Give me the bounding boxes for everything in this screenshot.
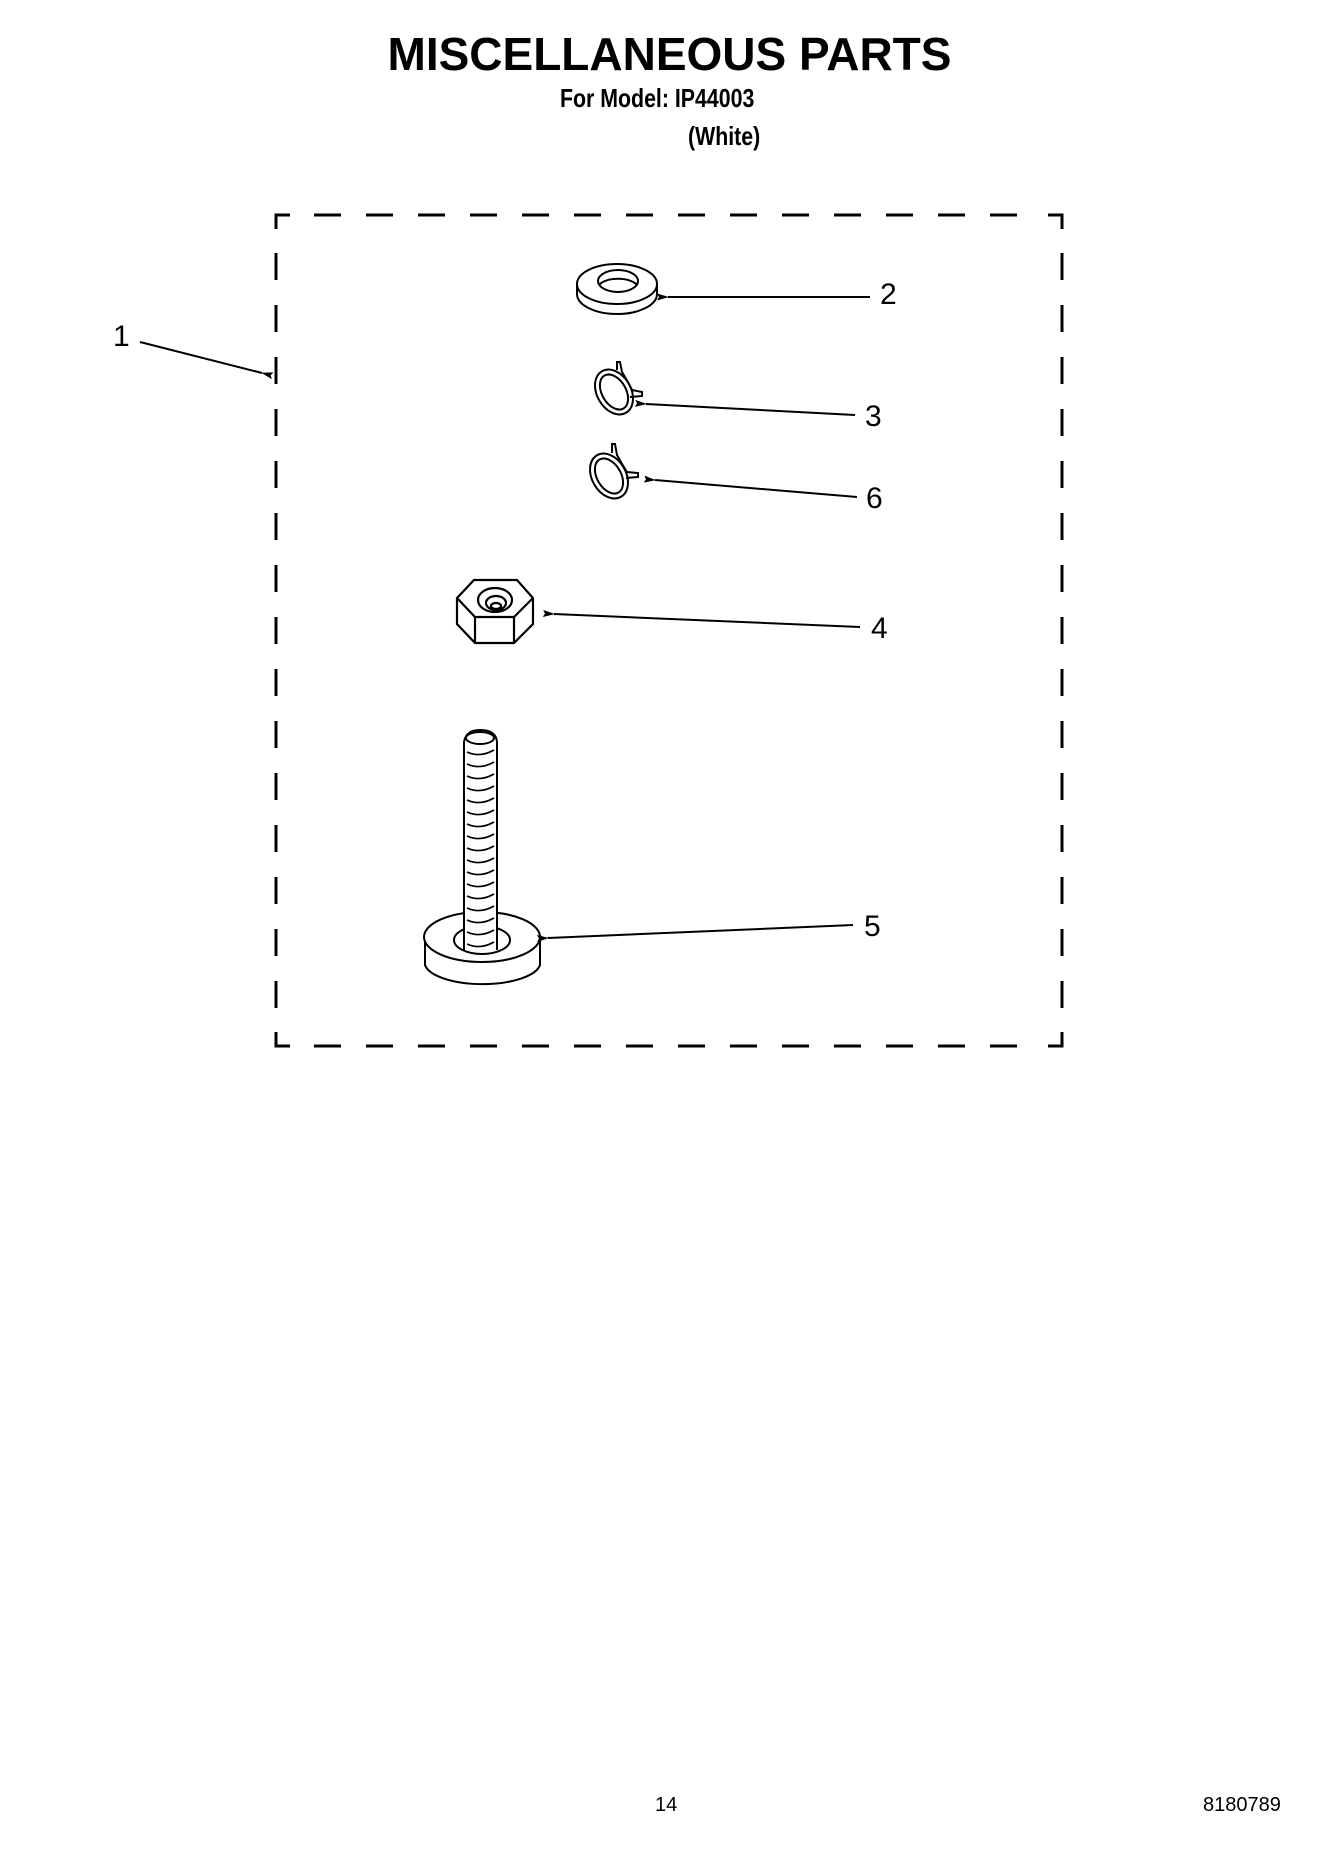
callout-2: 2 — [880, 278, 897, 311]
callout-5: 5 — [864, 910, 881, 943]
leader-arrow-5 — [536, 924, 854, 942]
model-number: For Model: IP44003 — [560, 83, 755, 113]
leader-arrow-6 — [643, 475, 858, 498]
leader-arrow-4 — [542, 610, 861, 628]
hose-clamp-icon — [589, 443, 639, 500]
leader-arrow-1 — [139, 341, 274, 380]
page-title: MISCELLANEOUS PARTS — [387, 28, 952, 80]
hex-nut-icon — [455, 578, 535, 645]
callout-6: 6 — [866, 482, 883, 515]
model-color: (White) — [688, 121, 761, 151]
document-number: 8180789 — [1203, 1794, 1281, 1816]
callout-4: 4 — [871, 612, 888, 645]
hose-clamp-icon — [594, 361, 643, 416]
kit-boundary — [274, 213, 1064, 1048]
leader-arrow-3 — [634, 399, 856, 416]
page-number: 14 — [655, 1794, 678, 1816]
washer-icon — [576, 263, 658, 315]
leveling-leg-icon — [423, 728, 541, 986]
callout-3: 3 — [865, 400, 882, 433]
callout-1: 1 — [113, 320, 130, 353]
